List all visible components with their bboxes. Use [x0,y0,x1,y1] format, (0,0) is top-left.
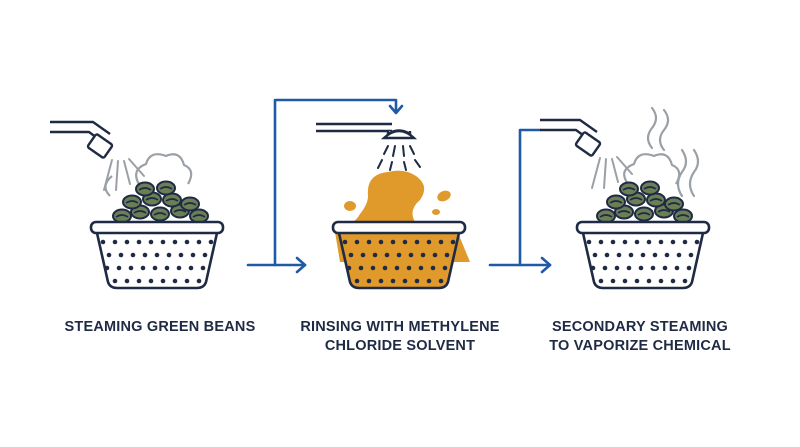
steam-cloud [623,153,681,185]
step-1-label: STEAMING GREEN BEANS [40,318,280,337]
steam-spray [591,156,633,189]
steam-pipe [540,118,598,133]
basket [577,222,709,288]
flow-arrow-2 [488,128,552,274]
step-3-label-line-2: TO VAPORIZE CHEMICAL [549,338,731,354]
flow-arrow-1 [246,98,404,274]
steam-nozzle [86,133,114,159]
step-3-label-line-1: SECONDARY STEAMING [551,319,728,335]
step-2-label: RINSING WITH METHYLENE CHLORIDE SOLVENT [285,318,515,356]
basket-with-solvent [333,222,465,288]
step-3-label: SECONDARY STEAMING TO VAPORIZE CHEMICAL [525,318,755,356]
step-1-illustration [50,120,223,288]
step-2-label-line-1: RINSING WITH METHYLENE [300,319,500,335]
vapor-wisps [646,106,700,198]
step-2-illustration [316,122,470,288]
green-beans [112,180,209,224]
steam-pipe [50,120,111,135]
steam-cloud [135,153,193,187]
step-1-label-line-1: STEAMING GREEN BEANS [64,319,256,335]
shower-drops [377,145,421,171]
step-3-illustration [540,106,709,288]
basket [91,222,223,288]
step-2-label-line-2: CHLORIDE SOLVENT [324,338,476,354]
steam-nozzle [574,131,602,157]
